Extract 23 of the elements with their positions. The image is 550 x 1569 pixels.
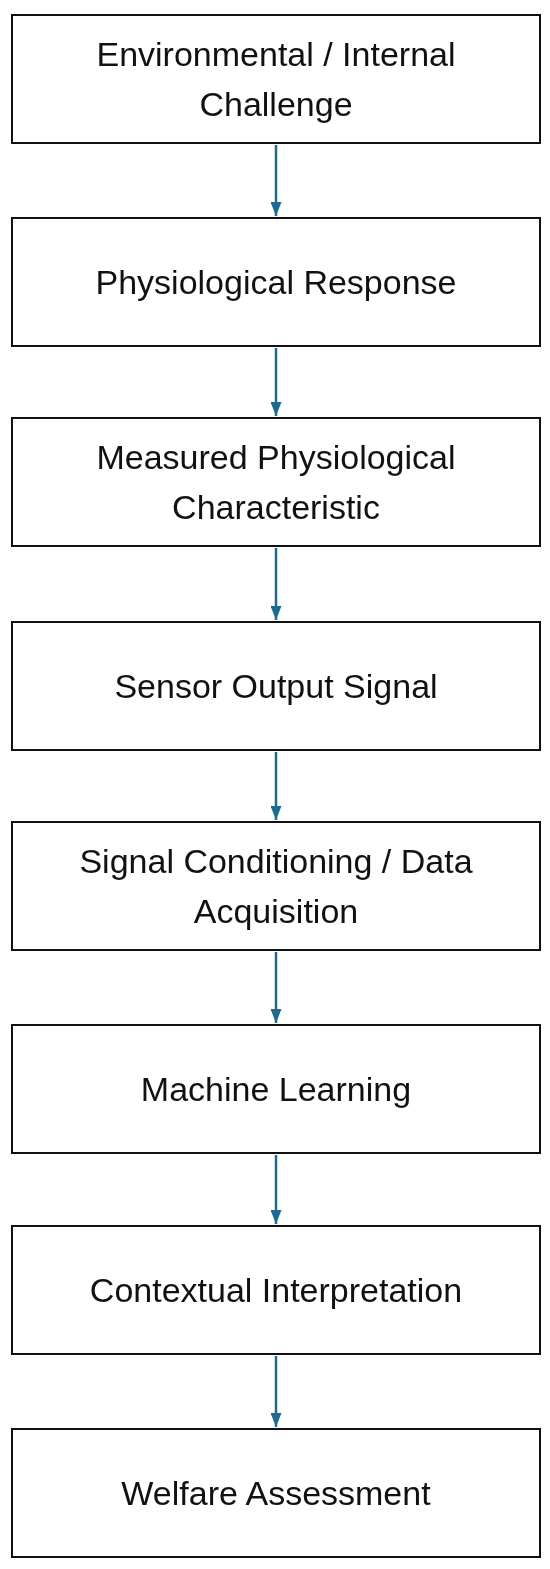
process-box — [11, 1428, 541, 1558]
arrow — [270, 1356, 282, 1427]
process-box — [11, 14, 541, 144]
arrow — [270, 348, 282, 416]
step-label: Environmental / Internal Challenge — [95, 34, 457, 125]
step-label: Measured Physiological Characteristic — [95, 437, 457, 528]
process-box — [11, 217, 541, 347]
process-box — [11, 821, 541, 951]
step-label: Contextual Interpretation — [89, 1270, 463, 1311]
arrow — [270, 952, 282, 1023]
process-box — [11, 621, 541, 751]
arrow — [270, 548, 282, 620]
step-label: Signal Conditioning / Data Acquisition — [78, 841, 474, 932]
arrow — [270, 1155, 282, 1224]
arrow — [270, 752, 282, 820]
arrow — [270, 145, 282, 216]
step-label: Machine Learning — [140, 1069, 412, 1110]
step-label: Physiological Response — [95, 262, 457, 303]
process-box — [11, 417, 541, 547]
step-label: Sensor Output Signal — [114, 666, 438, 707]
step-label: Welfare Assessment — [121, 1473, 431, 1514]
process-box — [11, 1225, 541, 1355]
process-box — [11, 1024, 541, 1154]
